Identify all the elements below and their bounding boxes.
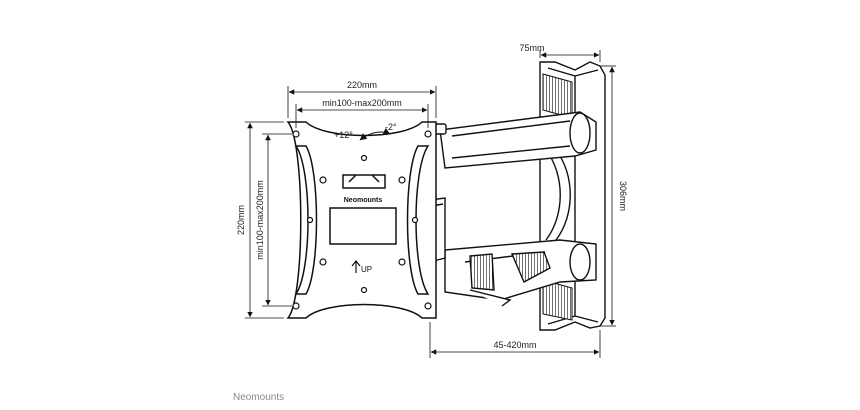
plate-holes	[292, 130, 432, 310]
footer-brand: Neomounts	[233, 392, 285, 403]
tilt-arrow-icon	[359, 127, 391, 141]
up-label: UP	[361, 265, 372, 274]
dim-arm-extension: 45-420mm	[493, 340, 536, 350]
tilt-down-label: -2°	[385, 122, 397, 132]
wall-bracket-hatch	[542, 73, 573, 321]
dim-plate-height: 220mm	[236, 205, 246, 235]
lower-arm	[444, 239, 597, 307]
plate-logo: Neomounts	[344, 197, 383, 204]
dim-vesa-horizontal: min100-max200mm	[322, 98, 402, 108]
dim-plate-width: 220mm	[347, 80, 377, 90]
dim-wall-depth: 75mm	[519, 43, 544, 53]
tv-plate	[286, 121, 437, 319]
tilt-up-label: +12°	[334, 130, 353, 140]
upper-arm	[433, 111, 597, 169]
dim-total-height: 306mm	[618, 181, 628, 211]
dimension-lines	[245, 50, 616, 358]
up-arrow-icon	[351, 260, 361, 273]
dim-vesa-vertical: min100-max200mm	[255, 180, 265, 260]
